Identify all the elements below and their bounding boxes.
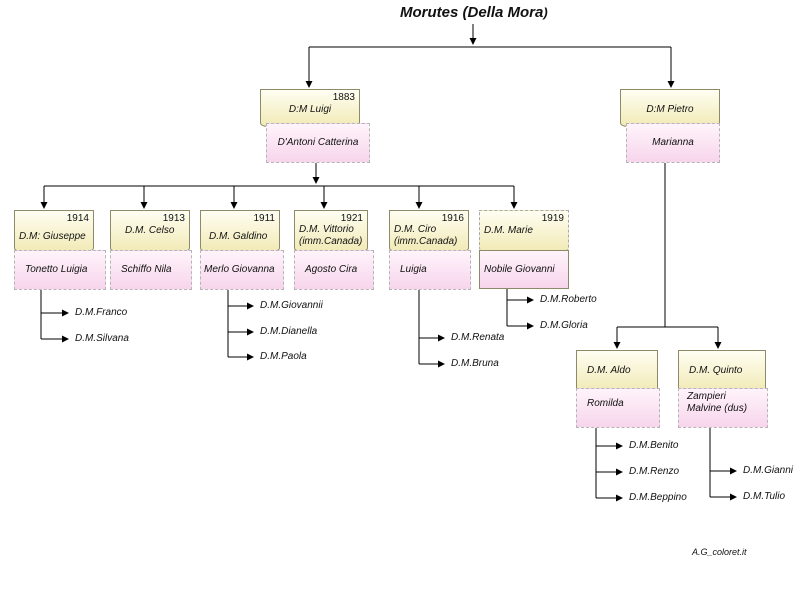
marianna-name: Marianna — [652, 137, 694, 148]
giuseppe-year: 1914 — [66, 213, 89, 224]
child-paola: D.M.Paola — [260, 351, 307, 362]
child-renata: D.M.Renata — [451, 332, 505, 343]
luigia-card: Luigia — [389, 250, 471, 290]
merlo-name: Merlo Giovanna — [204, 264, 275, 275]
schiffo-card: Schiffo Nila — [110, 250, 192, 290]
marie-year: 1919 — [541, 213, 564, 224]
child-gianni: D.M.Gianni — [743, 465, 794, 476]
celso-year: 1913 — [162, 213, 185, 224]
galdino-year: 1911 — [253, 213, 275, 224]
catterina-name: D'Antoni Catterina — [277, 137, 359, 148]
pietro-name: D:M Pietro — [646, 104, 694, 115]
nobile-card: Nobile Giovanni — [479, 250, 569, 289]
romilda-card: Romilda — [576, 388, 660, 428]
child-benito: D.M.Benito — [629, 440, 679, 451]
vittorio-year: 1921 — [340, 213, 363, 224]
title-text: Morutes (Della Mora — [400, 4, 544, 21]
zampieri-name: Zampieri Malvine (dus) — [687, 391, 748, 414]
galdino-name: D.M. Galdino — [209, 231, 268, 242]
luigi-card: 1883 D:M Luigi — [260, 89, 360, 127]
quinto-card: D.M. Quinto — [678, 350, 766, 392]
child-gloria: D.M.Gloria — [540, 320, 588, 331]
child-roberto: D.M.Roberto — [540, 294, 597, 305]
giuseppe-card: 1914 D.M: Giuseppe — [14, 210, 94, 252]
diagram-title: Morutes (Della Mora) — [400, 4, 548, 21]
aldo-card: D.M. Aldo — [576, 350, 658, 392]
celso-card: 1913 D.M. Celso — [110, 210, 190, 252]
giuseppe-name: D.M: Giuseppe — [19, 231, 86, 242]
ciro-name: D.M. Ciro (imm.Canada) — [394, 224, 458, 247]
marie-name: D.M. Marie — [484, 225, 533, 236]
luigi-year: 1883 — [332, 92, 355, 103]
tonetto-name: Tonetto Luigia — [25, 264, 88, 275]
ciro-year: 1916 — [441, 213, 464, 224]
child-tulio: D.M.Tulio — [743, 491, 786, 502]
credit-text: A.G_coloret.it — [692, 547, 747, 557]
marianna-card: Marianna — [626, 123, 720, 163]
nobile-name: Nobile Giovanni — [484, 264, 555, 275]
celso-name: D.M. Celso — [125, 225, 175, 236]
luigi-name: D:M Luigi — [288, 104, 332, 115]
agosto-name: Agosto Cira — [305, 264, 358, 275]
child-beppino: D.M.Beppino — [629, 492, 687, 503]
tonetto-card: Tonetto Luigia — [14, 250, 106, 290]
luigia-name: Luigia — [400, 264, 427, 275]
agosto-card: Agosto Cira — [294, 250, 374, 290]
pietro-card: D:M Pietro — [620, 89, 720, 127]
merlo-card: Merlo Giovanna — [200, 250, 284, 290]
quinto-name: D.M. Quinto — [689, 365, 743, 376]
child-franco: D.M.Franco — [75, 307, 128, 318]
schiffo-name: Schiffo Nila — [121, 264, 172, 275]
ciro-card: 1916 D.M. Ciro (imm.Canada) — [389, 210, 469, 252]
vittorio-name: D.M. Vittorio (imm.Canada) — [299, 224, 363, 247]
child-silvana: D.M.Silvana — [75, 333, 129, 344]
romilda-name: Romilda — [587, 398, 624, 409]
aldo-name: D.M. Aldo — [587, 365, 631, 376]
child-dianella: D.M.Dianella — [260, 326, 318, 337]
child-renzo: D.M.Renzo — [629, 466, 680, 477]
marie-card: 1919 D.M. Marie — [479, 210, 569, 252]
child-giovannii: D.M.Giovannii — [260, 300, 323, 311]
galdino-card: 1911 D.M. Galdino — [200, 210, 280, 252]
vittorio-card: 1921 D.M. Vittorio (imm.Canada) — [294, 210, 368, 252]
zampieri-card: Zampieri Malvine (dus) — [678, 388, 768, 428]
title-tail: ) — [543, 5, 548, 20]
child-bruna: D.M.Bruna — [451, 358, 499, 369]
catterina-card: D'Antoni Catterina — [266, 123, 370, 163]
